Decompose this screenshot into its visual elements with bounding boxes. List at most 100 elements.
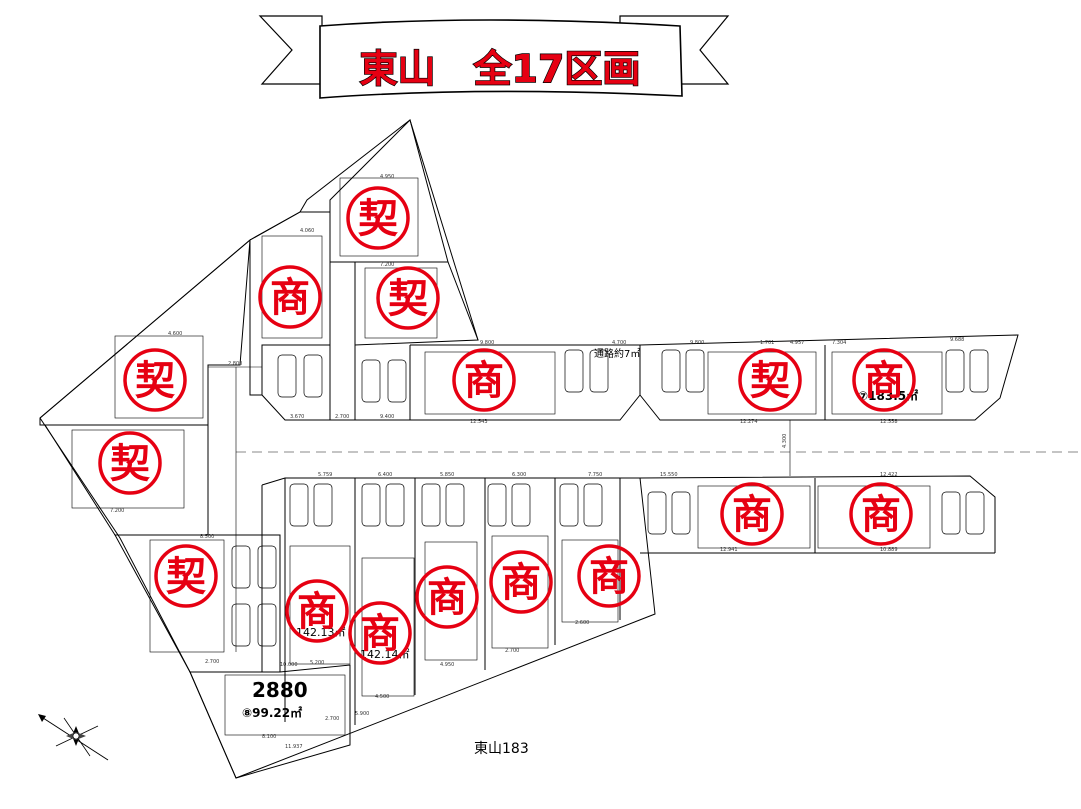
- stamp-ring: [376, 266, 440, 330]
- svg-text:2.700: 2.700: [335, 414, 349, 420]
- stamp-char: 商: [732, 492, 772, 538]
- car-icon: [671, 491, 691, 535]
- svg-text:12.422: 12.422: [880, 472, 898, 478]
- stamp-lot-north-right-7: 商: [852, 348, 916, 412]
- stamp-ring: [346, 186, 410, 250]
- car-icon: [257, 545, 277, 589]
- stamp-lot-south-a: 商: [285, 579, 349, 643]
- stamp-ring: [348, 601, 412, 665]
- site-boundary: [39, 119, 1019, 779]
- svg-text:5.759: 5.759: [318, 472, 332, 478]
- stamp-lot-upper-mid: 契: [376, 266, 440, 330]
- stamp-char: 商: [360, 611, 400, 657]
- stamp-lot-south-c: 商: [415, 565, 479, 629]
- stamp-ring: [154, 544, 218, 608]
- svg-text:8.500: 8.500: [200, 534, 214, 540]
- car-icon: [289, 483, 309, 527]
- lot-outlines: [39, 119, 826, 779]
- stamp-lot-north-center: 商: [452, 348, 516, 412]
- car-icon: [965, 491, 985, 535]
- svg-text:4.700: 4.700: [612, 340, 626, 346]
- car-icon: [385, 483, 405, 527]
- car-icon: [661, 349, 681, 393]
- car-icon: [231, 545, 251, 589]
- svg-text:2.800: 2.800: [228, 361, 242, 367]
- lot8-price: 2880: [252, 678, 308, 702]
- stamp-char: 商: [270, 275, 310, 321]
- car-icon: [231, 603, 251, 647]
- svg-text:2.600: 2.600: [575, 620, 589, 626]
- car-icon: [969, 349, 989, 393]
- stamp-ring: [852, 348, 916, 412]
- stamp-lot-far-left-lower: 契: [98, 431, 162, 495]
- compass-rose-icon: [38, 714, 109, 761]
- banner-left-tail: [258, 15, 323, 85]
- address-label: 東山183: [474, 741, 529, 757]
- stamp-ring: [577, 544, 641, 608]
- svg-text:12.543: 12.543: [470, 419, 488, 425]
- car-icon: [511, 483, 531, 527]
- svg-text:9.800: 9.800: [690, 340, 704, 346]
- svg-text:15.550: 15.550: [660, 472, 678, 478]
- svg-text:5.850: 5.850: [440, 472, 454, 478]
- svg-text:7.304: 7.304: [832, 340, 846, 346]
- banner-ribbon: [319, 19, 683, 99]
- svg-text:2.700: 2.700: [505, 648, 519, 654]
- car-icon: [277, 354, 297, 398]
- svg-text:2.700: 2.700: [205, 659, 219, 665]
- stamp-lot-south-right-1: 商: [849, 482, 913, 546]
- svg-text:10.889: 10.889: [880, 547, 898, 553]
- svg-text:8.100: 8.100: [262, 734, 276, 740]
- stamp-ring: [258, 265, 322, 329]
- car-icon: [945, 349, 965, 393]
- svg-text:11.937: 11.937: [285, 744, 303, 750]
- stamp-lot-south-e: 商: [577, 544, 641, 608]
- car-icon: [313, 483, 333, 527]
- car-icon: [487, 483, 507, 527]
- svg-text:3.670: 3.670: [290, 414, 304, 420]
- stamp-lot-north-right-1: 契: [738, 348, 802, 412]
- stamp-char: 商: [589, 554, 629, 600]
- svg-text:12.558: 12.558: [880, 419, 898, 425]
- lot7-area: ⑦183.5㎡: [858, 388, 918, 403]
- stamp-char: 商: [297, 589, 337, 635]
- svg-text:2.700: 2.700: [325, 716, 339, 722]
- svg-text:4.060: 4.060: [300, 228, 314, 234]
- car-icon: [559, 483, 579, 527]
- dimension-labels: 9.800 4.700 9.800 1.701 4.957 7.304 9.68…: [110, 174, 964, 750]
- car-icon: [361, 483, 381, 527]
- svg-text:5.900: 5.900: [355, 711, 369, 717]
- svg-text:4.500: 4.500: [375, 694, 389, 700]
- car-icon: [589, 349, 609, 393]
- stamp-char: 契: [135, 358, 175, 404]
- stamp-lot-far-left-upper: 契: [123, 348, 187, 412]
- svg-text:12.274: 12.274: [740, 419, 758, 425]
- car-icon: [941, 491, 961, 535]
- stamp-char: 契: [166, 554, 206, 600]
- stamp-ring: [849, 482, 913, 546]
- banner-title: 東山 全17区画: [360, 47, 641, 91]
- stamp-ring: [98, 431, 162, 495]
- car-icon: [421, 483, 441, 527]
- stamp-char: 契: [388, 276, 428, 322]
- svg-text:4.600: 4.600: [168, 331, 182, 337]
- svg-text:4.300: 4.300: [782, 434, 788, 448]
- svg-text:7.200: 7.200: [110, 508, 124, 514]
- stamp-char: 契: [358, 196, 398, 242]
- stamp-char: 商: [464, 358, 504, 404]
- highlight-lot-8[interactable]: 2880 ⑧99.22㎡: [242, 678, 308, 720]
- car-icon: [647, 491, 667, 535]
- stamp-lot-south-right-2: 商: [720, 482, 784, 546]
- svg-text:4.950: 4.950: [380, 174, 394, 180]
- stamp-ring: [452, 348, 516, 412]
- stamp-char: 商: [427, 575, 467, 621]
- stamp-lot-top: 契: [346, 186, 410, 250]
- building-footprints: [71, 177, 943, 736]
- stamp-ring: [738, 348, 802, 412]
- svg-text:9.800: 9.800: [480, 340, 494, 346]
- parking-cars: [231, 349, 989, 647]
- svg-text:6.400: 6.400: [378, 472, 392, 478]
- car-icon: [361, 359, 381, 403]
- car-icon: [564, 349, 584, 393]
